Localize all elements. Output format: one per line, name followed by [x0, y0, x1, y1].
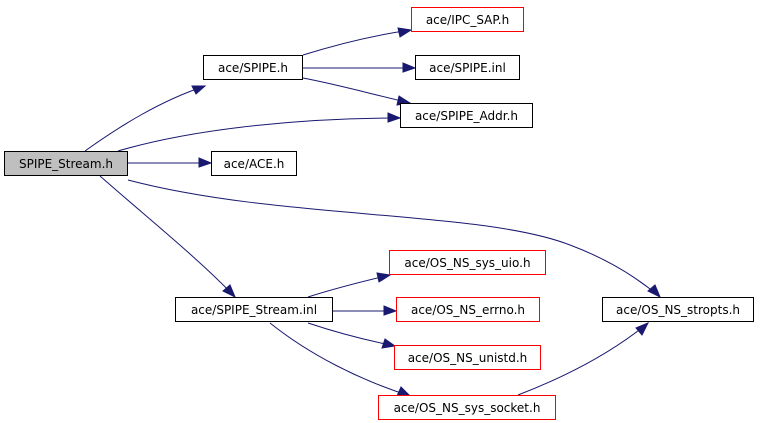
- arrowhead-spipe-h: [191, 85, 207, 95]
- edge-spipe-stream-h-to-spipe-addr-h: [117, 117, 401, 152]
- node-ipc-sap-h[interactable]: ace/IPC_SAP.h: [411, 7, 524, 32]
- arrowhead-os-ns-errno-h: [383, 305, 398, 316]
- arrowhead-ipc-sap-h: [397, 27, 413, 38]
- edge-spipe-stream-inl-to-os-ns-sys-socket-h: [269, 322, 411, 397]
- arrowhead-spipe-inl: [402, 62, 417, 73]
- node-os-ns-sys-socket-h[interactable]: ace/OS_NS_sys_socket.h: [378, 395, 556, 420]
- edge-spipe-stream-inl-to-os-ns-unistd-h: [307, 322, 396, 347]
- node-spipe-inl[interactable]: ace/SPIPE.inl: [415, 55, 520, 80]
- arrowhead-ace-h: [198, 157, 213, 168]
- node-ace-h[interactable]: ace/ACE.h: [211, 151, 297, 176]
- node-spipe-stream-h[interactable]: SPIPE_Stream.h: [4, 151, 128, 176]
- edge-os-ns-sys-socket-h-to-os-ns-stropts-h: [517, 322, 649, 396]
- arrowhead-os-ns-stropts-h-from-socket: [635, 322, 650, 336]
- node-os-ns-sys-uio-h[interactable]: ace/OS_NS_sys_uio.h: [389, 250, 546, 275]
- edge-spipe-stream-h-to-spipe-h: [84, 85, 206, 152]
- arrowhead-spipe-addr-h-from-root: [387, 112, 402, 123]
- arrowhead-os-ns-unistd-h: [381, 338, 397, 349]
- node-os-ns-unistd-h[interactable]: ace/OS_NS_unistd.h: [394, 345, 541, 370]
- arrowhead-os-ns-stropts-h-from-root: [647, 284, 661, 299]
- edge-spipe-h-to-spipe-addr-h: [302, 77, 411, 104]
- edge-spipe-stream-h-to-os-ns-stropts-h: [127, 179, 661, 298]
- arrowhead-os-ns-sys-uio-h: [376, 272, 392, 283]
- node-spipe-stream-inl[interactable]: ace/SPIPE_Stream.inl: [175, 297, 333, 322]
- edge-spipe-stream-h-to-spipe-stream-inl: [99, 175, 236, 298]
- node-spipe-h[interactable]: ace/SPIPE.h: [203, 55, 303, 80]
- node-spipe-addr-h[interactable]: ace/SPIPE_Addr.h: [400, 103, 533, 128]
- arrowhead-spipe-stream-inl: [222, 284, 236, 299]
- node-os-ns-errno-h[interactable]: ace/OS_NS_errno.h: [396, 297, 540, 322]
- edge-spipe-h-to-ipc-sap-h: [302, 29, 412, 56]
- node-os-ns-stropts-h[interactable]: ace/OS_NS_stropts.h: [602, 297, 754, 322]
